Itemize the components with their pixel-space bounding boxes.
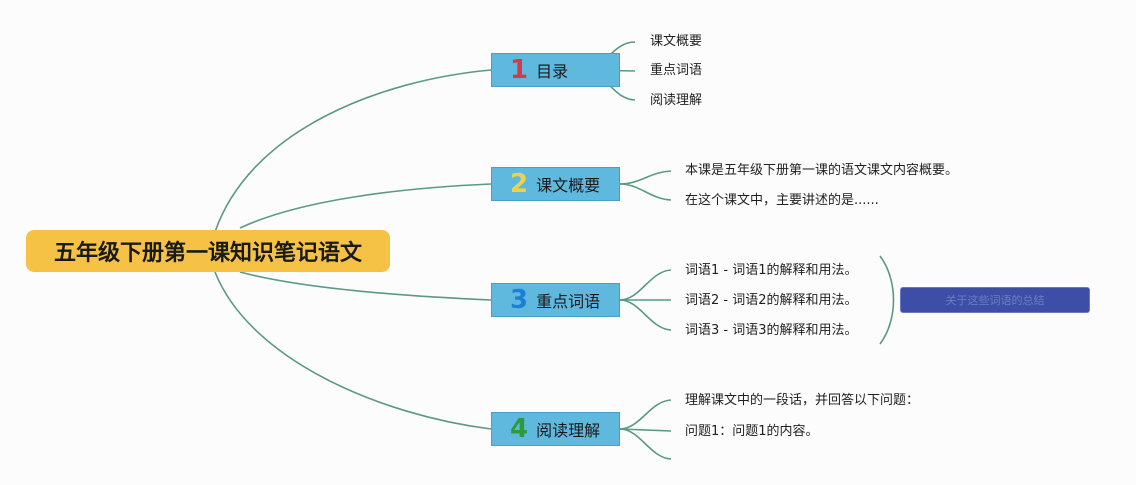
branch-topic-label: 重点词语 bbox=[536, 292, 601, 311]
number-4-icon: 4 bbox=[510, 414, 529, 444]
branch-topic-4[interactable]: 4 阅读理解 bbox=[491, 412, 620, 446]
connector-root-branch-2 bbox=[239, 183, 492, 229]
subtopic-b1-1[interactable]: 课文概要 bbox=[650, 34, 703, 49]
branch-topic-label: 课文概要 bbox=[536, 176, 601, 195]
connector-b3-leaf-3 bbox=[619, 299, 672, 331]
number-3-icon: 3 bbox=[510, 285, 529, 315]
connector-b2-leaf-2 bbox=[619, 183, 672, 201]
number-1-icon: 1 bbox=[510, 55, 529, 85]
subtopic-b3-2[interactable]: 词语2 - 词语2的解释和用法。 bbox=[685, 293, 858, 308]
subtopic-b1-3[interactable]: 阅读理解 bbox=[650, 93, 703, 108]
branch-topic-1[interactable]: 1 目录 bbox=[491, 53, 620, 87]
connector-b3-leaf-1 bbox=[619, 269, 672, 301]
branch-topic-2[interactable]: 2 课文概要 bbox=[491, 167, 620, 201]
connector-b4-leaf-3 bbox=[619, 428, 672, 460]
subtopic-b3-1[interactable]: 词语1 - 词语1的解释和用法。 bbox=[685, 263, 858, 278]
root-topic[interactable]: 五年级下册第一课知识笔记语文 bbox=[26, 230, 390, 272]
subtopic-b4-2[interactable]: 问题1：问题1的内容。 bbox=[685, 424, 819, 439]
connector-b2-leaf-1 bbox=[619, 170, 672, 185]
connector-root-branch-1 bbox=[214, 69, 492, 233]
connector-root-branch-4 bbox=[214, 271, 492, 430]
connector-root-branch-3 bbox=[239, 271, 492, 301]
subtopic-b2-1[interactable]: 本课是五年级下册第一课的语文课文内容概要。 bbox=[685, 163, 959, 178]
root-topic-label: 五年级下册第一课知识笔记语文 bbox=[53, 241, 362, 266]
subtopic-b3-3[interactable]: 词语3 - 词语3的解释和用法。 bbox=[685, 323, 858, 338]
connector-b4-leaf-1 bbox=[619, 399, 672, 430]
branch-topic-label: 目录 bbox=[536, 62, 569, 81]
summary-topic-label: 关于这些词语的总结 bbox=[945, 294, 1045, 307]
number-2-icon: 2 bbox=[510, 169, 529, 199]
subtopic-b1-2[interactable]: 重点词语 bbox=[650, 63, 703, 78]
summary-topic[interactable]: 关于这些词语的总结 bbox=[900, 287, 1090, 313]
subtopic-b4-1[interactable]: 理解课文中的一段话，并回答以下问题： bbox=[685, 393, 920, 408]
branch-topic-label: 阅读理解 bbox=[536, 421, 601, 440]
subtopic-b2-2[interactable]: 在这个课文中，主要讲述的是...... bbox=[685, 193, 879, 208]
connector-b4-leaf-2 bbox=[619, 428, 672, 432]
branch-topic-3[interactable]: 3 重点词语 bbox=[491, 283, 620, 317]
summary-bracket bbox=[879, 255, 895, 345]
